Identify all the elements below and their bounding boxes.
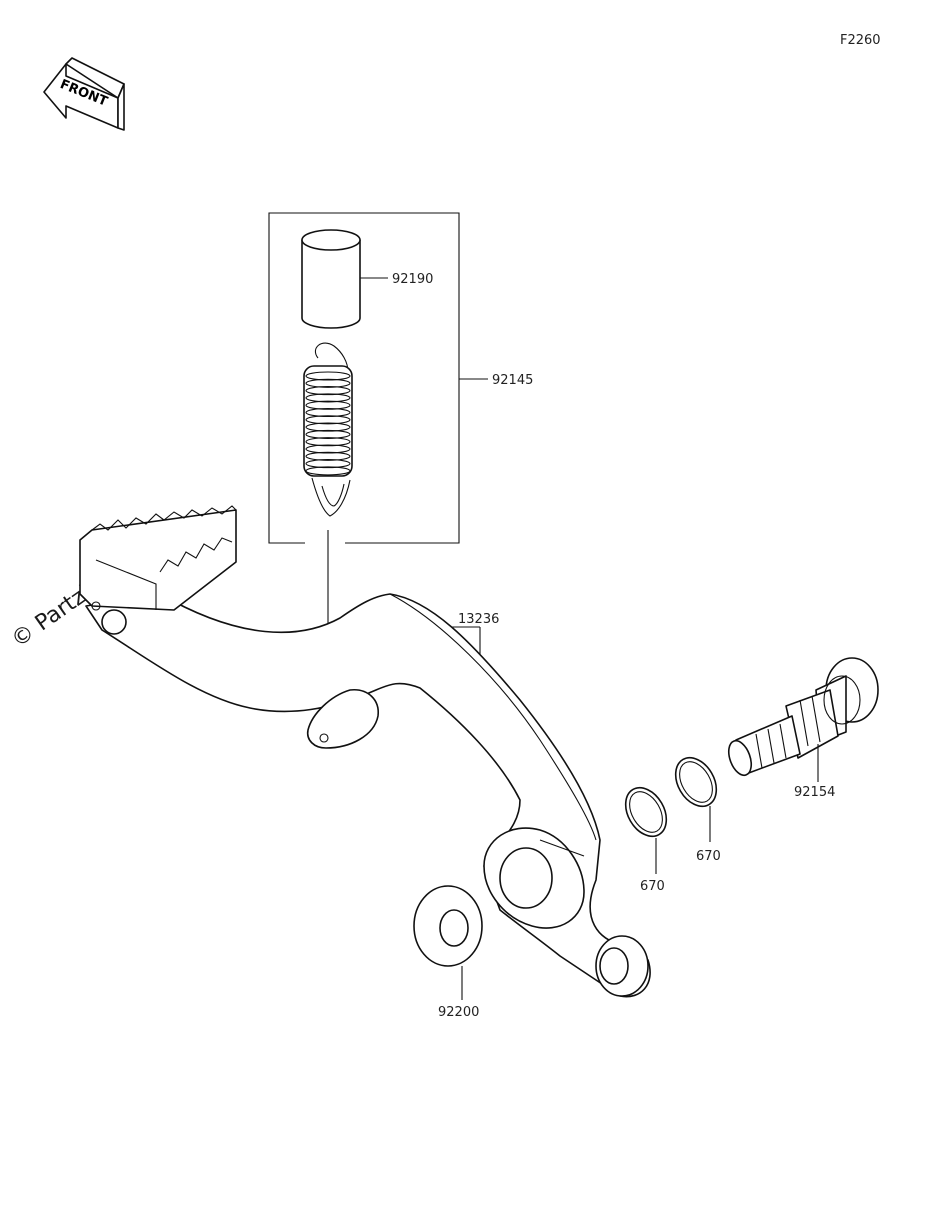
callout-670-left: 670 [640,879,665,894]
spring-coil [305,415,351,425]
spring-coil [305,466,351,476]
spring-92145 [303,342,353,517]
o-ring-670-right [674,756,718,808]
spring-coil [305,371,351,381]
washer-92200 [413,885,483,967]
spring-coil [305,437,351,447]
o-ring-670-left [624,786,668,838]
brake-pedal-13236 [79,505,651,998]
spring-coil [305,444,351,454]
spring-coil [305,393,351,403]
pivot-shaft-92154 [727,657,879,777]
spring-coil [305,378,351,388]
spring-coil [305,422,351,432]
callout-92145: 92145 [492,373,533,388]
spring-coil [305,386,351,396]
callout-13236: 13236 [458,612,499,627]
figure-code: F2260 [840,33,881,48]
sleeve-92190 [301,229,361,329]
callout-670-right: 670 [696,849,721,864]
callout-92154: 92154 [794,785,835,800]
spring-coil [305,429,351,439]
spring-coil [305,451,351,461]
callout-92190: 92190 [392,272,433,287]
spring-coil [305,459,351,469]
kit-bracket [268,212,460,544]
spring-coil [305,400,351,410]
callout-92200: 92200 [438,1005,479,1020]
spring-coil [305,407,351,418]
front-arrow-icon: FRONT [43,57,125,131]
